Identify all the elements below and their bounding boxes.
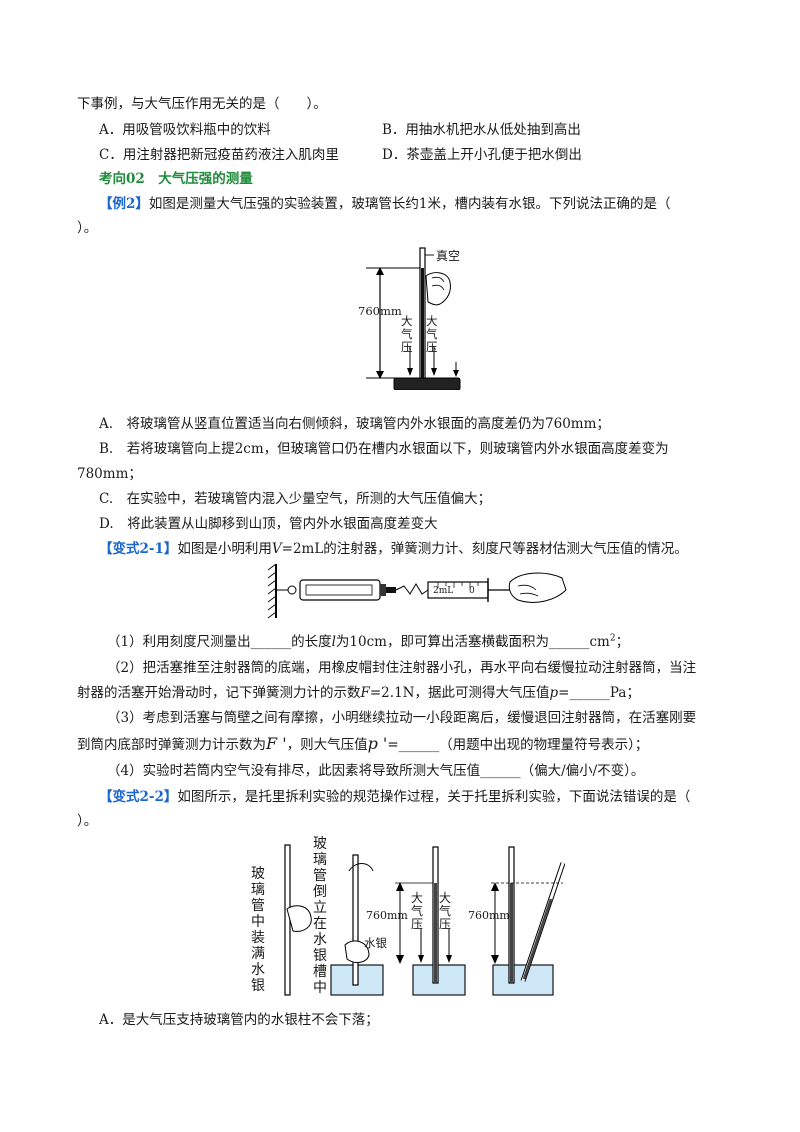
var22-stem-line1: 【变式2-2】如图所示，是托里拆利实验的规范操作过程，关于托里拆利实验，下面说法…	[99, 789, 691, 805]
label-air-left: 大 气 压	[401, 314, 413, 354]
ex2-option-b: B. 若将玻璃管向上提2cm，但玻璃管口仍在槽内水银面以下，则玻璃管内外水银面高…	[99, 441, 669, 457]
var22-stem-line2: ）。	[77, 813, 98, 829]
label-vacuum: 真空	[436, 249, 461, 263]
torricelli-figure	[366, 247, 461, 390]
var21-stem: 【变式2-1】如图是小明利用V=2mL的注射器，弹簧测力计、刻度尺等器材估测大气…	[99, 541, 688, 557]
label-air-step3-right: 大 气 压	[439, 891, 452, 931]
label-air-step3-left: 大 气 压	[411, 891, 424, 931]
syringe-mark-2ml: 2mL	[433, 586, 454, 596]
q1-option-b: B．用抽水机把水从低处抽到高出	[382, 122, 581, 138]
q1-option-a: A．用吸管吸饮料瓶中的饮料	[99, 122, 271, 138]
q1-option-c: C．用注射器把新冠疫苗药液注入肌肉里	[99, 147, 339, 163]
label-tube-filled: 玻璃管中装满水银	[251, 866, 265, 994]
ex2-option-c: C. 在实验中，若玻璃管内混入少量空气，所测的大气压值偏大；	[99, 491, 492, 507]
var21-q4: （4）实验时若筒内空气没有排尽，此因素将导致所测大气压值______（偏大/偏小…	[107, 763, 645, 779]
var21-q2-line2: 射器的活塞开始滑动时，记下弹簧测力计的示数F=2.1N，据此可测得大气压值p=_…	[77, 685, 640, 701]
syringe-figure	[267, 563, 567, 619]
label-760mm-step4: 760mm	[468, 909, 510, 922]
var21-tag: 【变式2-1】	[99, 541, 178, 557]
label-tube-inverted: 玻璃管倒立在水银槽中	[313, 836, 327, 996]
label-760mm-step3: 760mm	[366, 909, 408, 922]
var21-q1: （1）利用刻度尺测量出______的长度l为10cm，即可算出活塞横截面积为__…	[107, 633, 630, 650]
var21-q2-line1: （2）把活塞推至注射器筒的底端，用橡皮帽封住注射器小孔，再水平向右缓慢拉动注射器…	[107, 660, 697, 676]
syringe-mark-zero: 0	[469, 586, 475, 596]
q1-stem: 下事例，与大气压作用无关的是（ ）。	[77, 96, 327, 112]
ex2-option-d: D. 将此装置从山脚移到山顶，管内外水银面高度差变大	[99, 516, 438, 532]
torricelli-procedure-figure	[284, 844, 565, 996]
ex2-stem-line2: ）。	[77, 220, 98, 236]
var22-tag: 【变式2-2】	[99, 789, 178, 805]
var21-q3-line2: 到筒内底部时弹簧测力计示数为F '，则大气压值p '=______（用题中出现的…	[77, 734, 649, 754]
ex2-stem-text: 如图是测量大气压强的实验装置，玻璃管长约1米，槽内装有水银。下列说法正确的是（	[148, 196, 671, 212]
var22-option-a: A．是大气压支持玻璃管内的水银柱不会下落；	[99, 1012, 379, 1028]
ex2-tag: 【例2】	[99, 196, 149, 212]
section-title: 考向02 大气压强的测量	[99, 171, 253, 187]
label-mercury: 水银	[364, 936, 387, 950]
mercury-trough	[393, 377, 461, 390]
label-air-right: 大 气 压	[426, 314, 438, 354]
q1-option-d: D．茶壶盖上开小孔便于把水倒出	[382, 147, 582, 163]
ex2-option-b-cont: 780mm；	[77, 466, 142, 482]
ex2-option-a: A. 将玻璃管从竖直位置适当向右侧倾斜，玻璃管内外水银面的高度差仍为760mm；	[99, 416, 610, 432]
label-760mm: 760mm	[358, 304, 402, 318]
ex2-stem-line1: 【例2】如图是测量大气压强的实验装置，玻璃管长约1米，槽内装有水银。下列说法正确…	[99, 195, 671, 213]
var21-q3-line1: （3）考虑到活塞与筒壁之间有摩擦，小明继续拉动一小段距离后，缓慢退回注射器筒，在…	[107, 710, 697, 726]
